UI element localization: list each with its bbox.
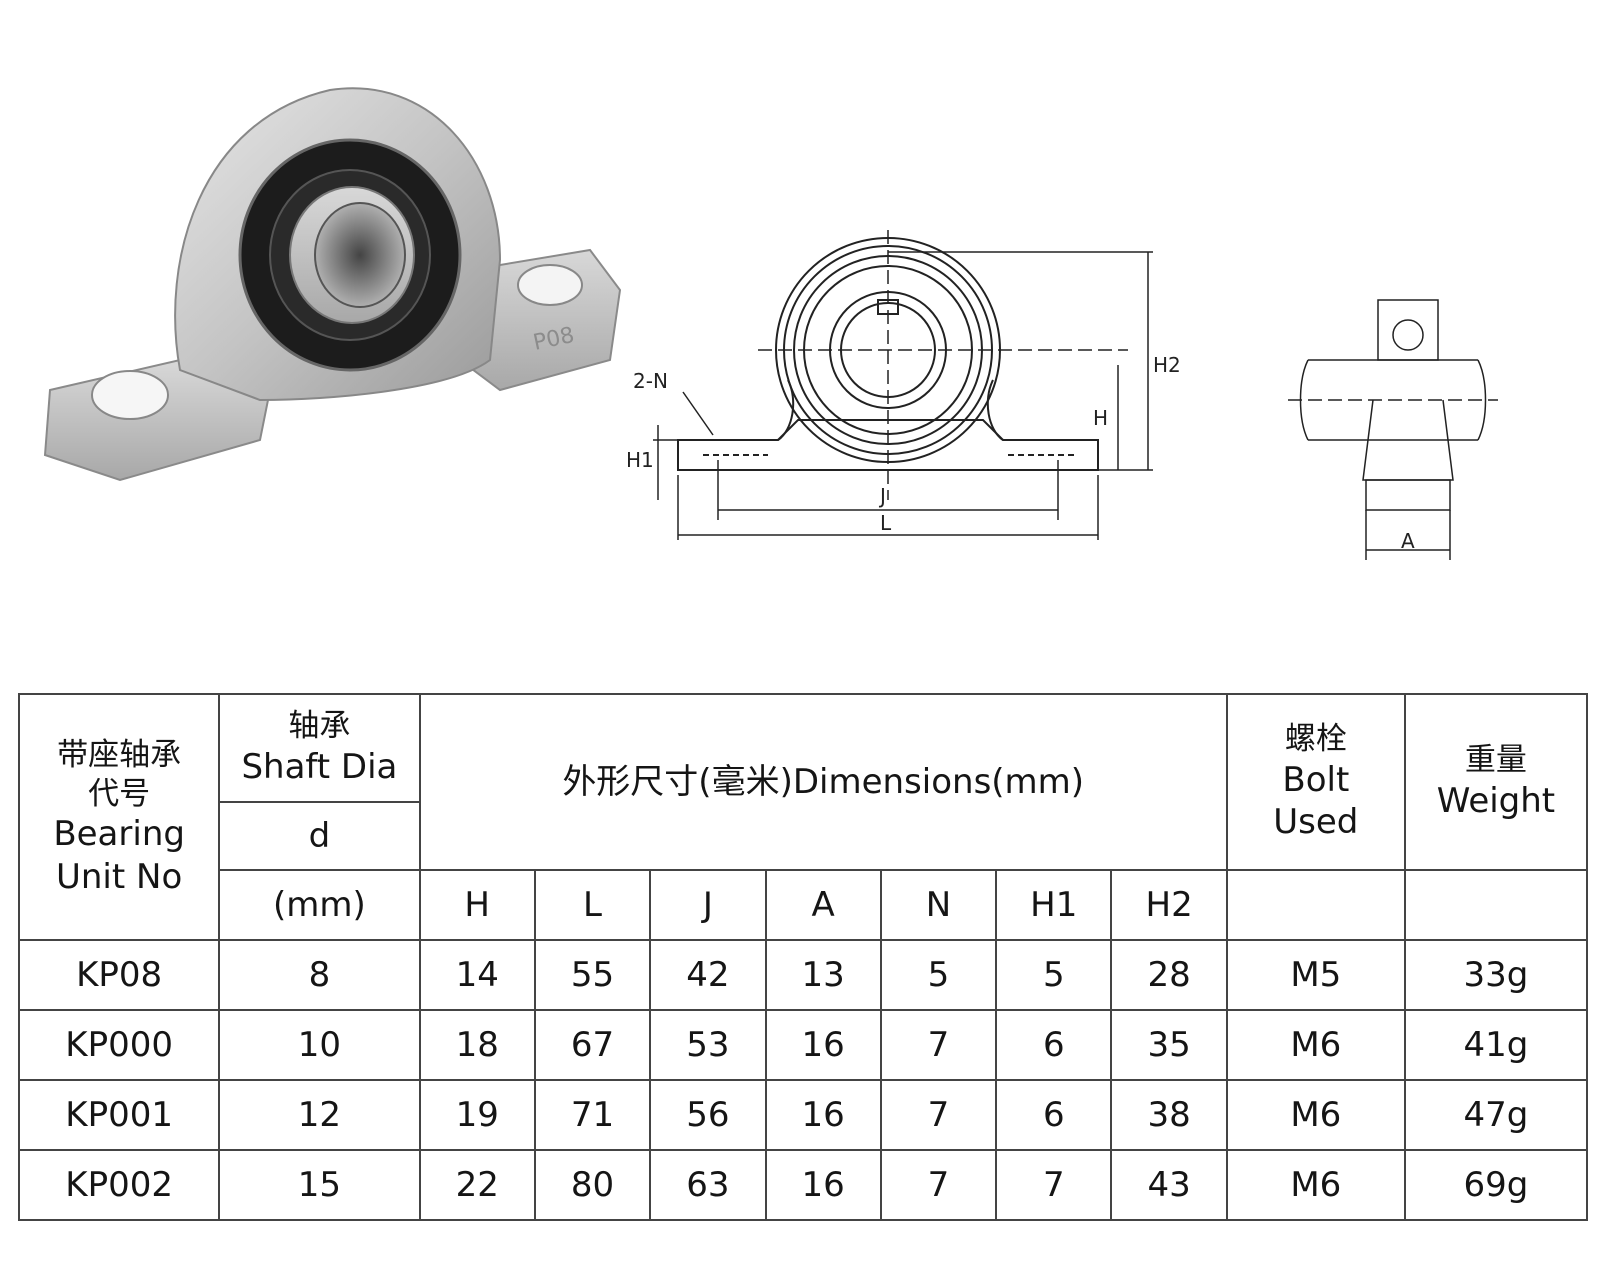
cell-d: 10 bbox=[218, 1009, 421, 1081]
subheader-bolt-blank bbox=[1225, 869, 1406, 941]
cell-a: 13 bbox=[764, 939, 882, 1011]
label-j: J bbox=[878, 484, 886, 508]
cell-h2: 35 bbox=[1110, 1009, 1228, 1081]
cell-a: 16 bbox=[764, 1009, 882, 1081]
table-row: KP002 15 22 80 63 16 7 7 43 M6 69g bbox=[17, 1149, 1589, 1221]
cell-j: 42 bbox=[649, 939, 767, 1011]
cell-h2: 38 bbox=[1110, 1079, 1228, 1151]
cell-h2: 28 bbox=[1110, 939, 1228, 1011]
header-shaft-unit: (mm) bbox=[218, 869, 421, 941]
cell-l: 71 bbox=[533, 1079, 652, 1151]
cell-a: 16 bbox=[764, 1079, 882, 1151]
label-h: H bbox=[1093, 406, 1108, 430]
product-photo: P08 bbox=[30, 60, 630, 500]
subheader-h1: H1 bbox=[995, 869, 1113, 941]
cell-bolt: M6 bbox=[1225, 1079, 1406, 1151]
cell-d: 15 bbox=[218, 1149, 421, 1221]
cell-j: 53 bbox=[649, 1009, 767, 1081]
cell-n: 7 bbox=[879, 1149, 998, 1221]
cell-j: 63 bbox=[649, 1149, 767, 1221]
cell-bolt: M6 bbox=[1225, 1009, 1406, 1081]
cell-bolt: M6 bbox=[1225, 1149, 1406, 1221]
technical-drawing: 2-N H1 H H2 J L A bbox=[628, 230, 1568, 580]
subheader-j: J bbox=[649, 869, 767, 941]
cell-h: 14 bbox=[418, 939, 536, 1011]
cell-unit: KP002 bbox=[17, 1149, 221, 1221]
header-dimensions: 外形尺寸(毫米)Dimensions(mm) bbox=[418, 693, 1228, 871]
cell-h2: 43 bbox=[1110, 1149, 1228, 1221]
dimension-drawing: 2-N H1 H H2 J L A bbox=[628, 230, 1498, 560]
header-bolt: 螺栓 Bolt Used bbox=[1225, 693, 1406, 871]
header-weight: 重量 Weight bbox=[1403, 693, 1589, 871]
cell-h1: 5 bbox=[995, 939, 1113, 1011]
cell-h: 22 bbox=[418, 1149, 536, 1221]
table-row: KP000 10 18 67 53 16 7 6 35 M6 41g bbox=[17, 1009, 1589, 1081]
header-unit-no: 带座轴承 代号 Bearing Unit No bbox=[17, 693, 221, 941]
label-l: L bbox=[880, 511, 892, 535]
cell-weight: 69g bbox=[1403, 1149, 1589, 1221]
cell-l: 55 bbox=[533, 939, 652, 1011]
spec-table: 带座轴承 代号 Bearing Unit No 轴承 Shaft Dia 外形尺… bbox=[17, 693, 1589, 1221]
cell-unit: KP08 bbox=[17, 939, 221, 1011]
cell-n: 5 bbox=[879, 939, 998, 1011]
label-2-n: 2-N bbox=[633, 369, 668, 393]
cell-h: 19 bbox=[418, 1079, 536, 1151]
cell-h1: 6 bbox=[995, 1009, 1113, 1081]
subheader-weight-blank bbox=[1403, 869, 1589, 941]
subheader-n: N bbox=[879, 869, 998, 941]
subheader-h2: H2 bbox=[1110, 869, 1228, 941]
label-a: A bbox=[1401, 529, 1415, 553]
cell-n: 7 bbox=[879, 1079, 998, 1151]
label-h2: H2 bbox=[1153, 353, 1181, 377]
cell-weight: 33g bbox=[1403, 939, 1589, 1011]
cell-weight: 47g bbox=[1403, 1079, 1589, 1151]
header-shaft-dia: 轴承 Shaft Dia bbox=[218, 693, 421, 803]
header-shaft-symbol: d bbox=[218, 801, 421, 871]
subheader-a: A bbox=[764, 869, 882, 941]
cell-a: 16 bbox=[764, 1149, 882, 1221]
table-row: KP001 12 19 71 56 16 7 6 38 M6 47g bbox=[17, 1079, 1589, 1151]
cell-j: 56 bbox=[649, 1079, 767, 1151]
cell-l: 80 bbox=[533, 1149, 652, 1221]
cell-weight: 41g bbox=[1403, 1009, 1589, 1081]
cell-unit: KP000 bbox=[17, 1009, 221, 1081]
cell-d: 12 bbox=[218, 1079, 421, 1151]
cell-l: 67 bbox=[533, 1009, 652, 1081]
cell-h1: 7 bbox=[995, 1149, 1113, 1221]
subheader-h: H bbox=[418, 869, 536, 941]
cell-unit: KP001 bbox=[17, 1079, 221, 1151]
cell-h: 18 bbox=[418, 1009, 536, 1081]
label-h1: H1 bbox=[628, 448, 654, 472]
cell-bolt: M5 bbox=[1225, 939, 1406, 1011]
cell-h1: 6 bbox=[995, 1079, 1113, 1151]
subheader-l: L bbox=[533, 869, 652, 941]
cell-d: 8 bbox=[218, 939, 421, 1011]
cell-n: 7 bbox=[879, 1009, 998, 1081]
pillow-block-illustration: P08 bbox=[43, 87, 622, 482]
table-row: KP08 8 14 55 42 13 5 5 28 M5 33g bbox=[17, 939, 1589, 1011]
